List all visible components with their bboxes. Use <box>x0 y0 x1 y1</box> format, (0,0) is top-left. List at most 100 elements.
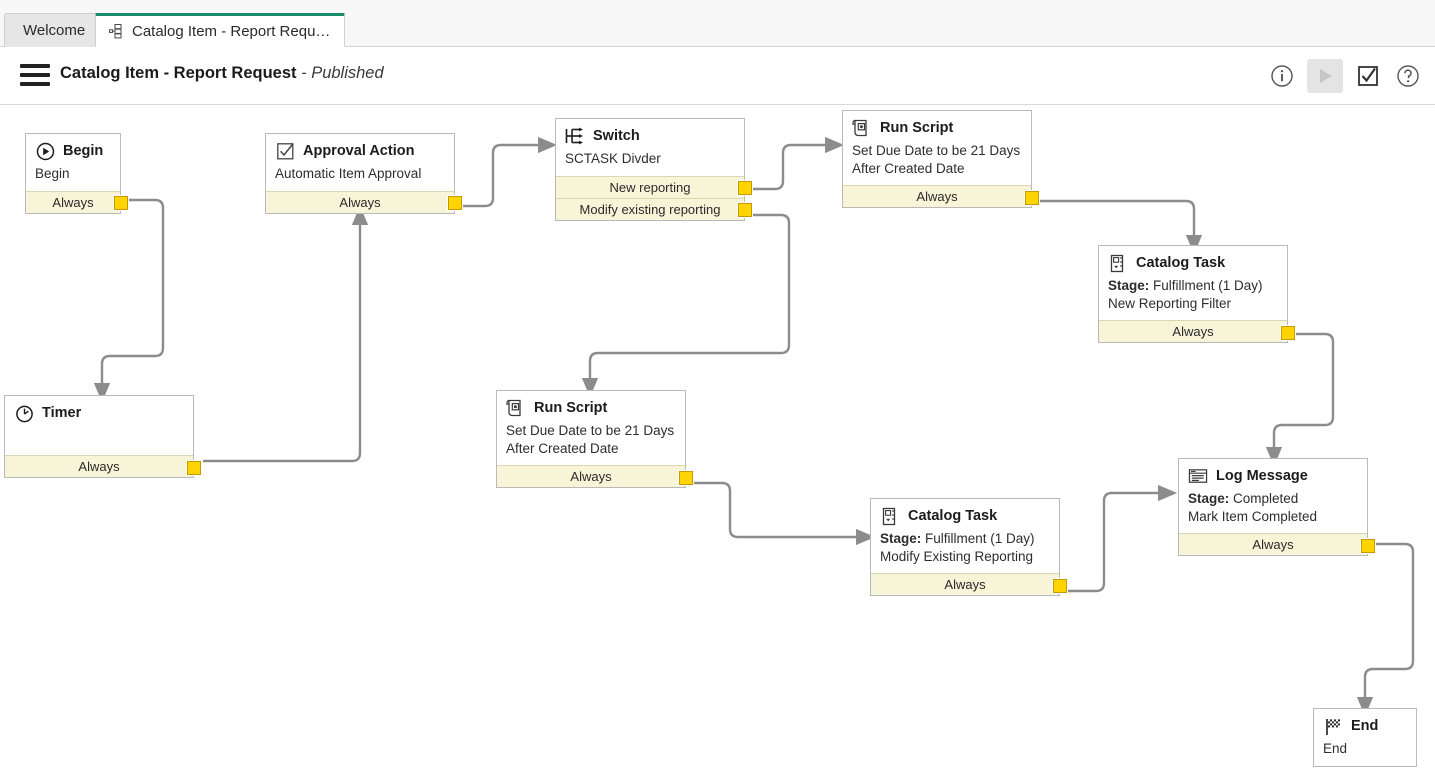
node-switch-output-0-port[interactable] <box>738 181 752 195</box>
node-run-script-mid-title: Run Script <box>534 400 608 416</box>
play-icon[interactable] <box>1307 59 1343 93</box>
node-switch-output-modify-existing-reporting[interactable]: Modify existing reporting <box>556 197 752 220</box>
checkbox-check-icon[interactable] <box>1353 61 1383 91</box>
node-switch-subtitle: SCTASK Divder <box>565 151 661 166</box>
node-begin-output-always[interactable]: Always <box>26 190 128 213</box>
node-run-script-mid-line1: Set Due Date to be 21 Days <box>506 423 675 438</box>
node-run-script-top-header: Run Script <box>852 118 1022 138</box>
node-catalog-task-new-output-always[interactable]: Always <box>1099 320 1295 342</box>
node-catalog-task-modify-stage: Stage: Fulfillment (1 Day) <box>880 530 1050 548</box>
node-catalog-task-modify-output-always[interactable]: Always <box>871 573 1067 595</box>
node-run-script-mid-subtitle: Set Due Date to be 21 Days After Created… <box>506 422 676 457</box>
play-circle-icon <box>35 141 55 161</box>
node-switch-header: Switch <box>565 126 735 146</box>
node-run-script-top-output-always[interactable]: Always <box>843 185 1039 207</box>
node-approval-action[interactable]: Approval Action Automatic Item Approval … <box>265 133 462 214</box>
node-catalog-task-new-body: Catalog Task Stage: Fulfillment (1 Day) … <box>1099 246 1287 320</box>
node-switch-output-1-label: Modify existing reporting <box>579 201 721 217</box>
node-log-message-subtitle: Stage: Completed Mark Item Completed <box>1188 490 1358 525</box>
edge-timer-to-approval <box>203 205 369 463</box>
hamburger-menu-icon[interactable] <box>20 64 50 86</box>
node-begin[interactable]: Begin Begin Always <box>25 133 128 214</box>
node-switch-output-0-label: New reporting <box>609 179 691 195</box>
workflow-canvas[interactable]: Begin Begin Always Approval Action Autom… <box>0 105 1435 771</box>
node-switch-output-new-reporting[interactable]: New reporting <box>556 175 752 198</box>
edge-catalogtask-new-to-log <box>1265 332 1335 467</box>
node-log-message-output-port[interactable] <box>1361 538 1375 553</box>
node-log-message-stage-value: Completed <box>1229 491 1299 506</box>
node-log-message-body: Log Message Stage: Completed Mark Item C… <box>1179 459 1367 533</box>
node-end[interactable]: End End <box>1313 708 1417 767</box>
node-log-message-title: Log Message <box>1216 468 1308 484</box>
node-begin-header: Begin <box>35 141 111 161</box>
tab-catalog-item-report-request[interactable]: Catalog Item - Report Requ… <box>95 13 346 47</box>
node-catalog-task-modify-output-port[interactable] <box>1053 578 1067 593</box>
node-catalog-task-new-stage-label: Stage: <box>1108 278 1150 293</box>
edge-approval-to-switch <box>463 136 558 208</box>
node-approval-output-label: Always <box>339 194 381 210</box>
node-approval-subtitle: Automatic Item Approval <box>275 166 422 181</box>
workflow-icon <box>108 23 124 39</box>
node-run-script-mid-output-always[interactable]: Always <box>497 465 693 487</box>
node-log-message[interactable]: Log Message Stage: Completed Mark Item C… <box>1178 458 1375 556</box>
node-run-script-top-output-label: Always <box>916 189 958 204</box>
node-approval-header: Approval Action <box>275 141 445 161</box>
node-run-script-top-output-port[interactable] <box>1025 190 1039 205</box>
node-catalog-task-new-subtitle: Stage: Fulfillment (1 Day) New Reporting… <box>1108 277 1278 312</box>
script-icon <box>852 118 872 138</box>
node-catalog-task-modify-title: Catalog Task <box>908 508 998 524</box>
node-catalog-task-new-reporting[interactable]: Catalog Task Stage: Fulfillment (1 Day) … <box>1098 245 1295 343</box>
node-log-message-line2: Mark Item Completed <box>1188 508 1318 524</box>
node-log-message-output-label: Always <box>1252 537 1294 552</box>
node-catalog-task-modify-output-label: Always <box>944 577 986 592</box>
log-message-icon <box>1188 466 1208 486</box>
tab-strip: Welcome Catalog Item - Report Requ… <box>0 0 1435 47</box>
node-timer-output-always[interactable]: Always <box>5 455 201 477</box>
info-icon[interactable] <box>1267 61 1297 91</box>
node-run-script-mid-header: Run Script <box>506 398 676 418</box>
node-begin-title: Begin <box>63 143 104 159</box>
node-log-message-header: Log Message <box>1188 466 1358 486</box>
node-catalog-task-new-output-port[interactable] <box>1281 325 1295 340</box>
node-timer-title: Timer <box>42 405 82 421</box>
node-catalog-task-new-line2: New Reporting Filter <box>1108 295 1232 311</box>
checkered-flag-icon <box>1323 716 1343 736</box>
node-switch-body: Switch SCTASK Divder <box>556 119 744 176</box>
node-catalog-task-new-title: Catalog Task <box>1136 255 1226 271</box>
node-timer-header: Timer <box>14 403 184 423</box>
node-begin-subtitle: Begin <box>35 166 70 181</box>
node-catalog-task-modify-body: Catalog Task Stage: Fulfillment (1 Day) … <box>871 499 1059 573</box>
node-timer-output-label: Always <box>78 459 120 474</box>
node-catalog-task-new-stage-value: Fulfillment (1 Day) <box>1149 278 1263 293</box>
node-begin-output-label: Always <box>52 194 94 210</box>
node-run-script-top-line2: After Created Date <box>852 160 965 176</box>
node-catalog-task-modify-reporting[interactable]: Catalog Task Stage: Fulfillment (1 Day) … <box>870 498 1067 596</box>
node-approval-output-always[interactable]: Always <box>266 190 462 213</box>
node-log-message-output-always[interactable]: Always <box>1179 533 1375 555</box>
node-run-script-mid[interactable]: Run Script Set Due Date to be 21 Days Af… <box>496 390 693 488</box>
edge-switch-new-to-runscript <box>753 136 845 191</box>
node-catalog-task-modify-stage-value: Fulfillment (1 Day) <box>921 531 1035 546</box>
edge-runscript-to-catalogtask-new <box>1040 199 1203 255</box>
node-switch-output-1-port[interactable] <box>738 203 752 217</box>
node-run-script-top-body: Run Script Set Due Date to be 21 Days Af… <box>843 111 1031 185</box>
checkbox-icon <box>275 141 295 161</box>
node-log-message-stage-label: Stage: <box>1188 491 1230 506</box>
node-catalog-task-modify-header: Catalog Task <box>880 506 1050 526</box>
node-timer[interactable]: Timer Always <box>4 395 201 478</box>
help-icon[interactable] <box>1393 61 1423 91</box>
header-bar <box>0 47 1435 105</box>
node-end-subtitle: End <box>1323 741 1348 756</box>
node-run-script-top-line1: Set Due Date to be 21 Days <box>852 143 1021 158</box>
catalog-task-icon <box>1108 253 1128 273</box>
node-switch-title: Switch <box>593 128 640 144</box>
node-timer-output-port[interactable] <box>187 460 201 475</box>
node-switch[interactable]: Switch SCTASK Divder New reporting Modif… <box>555 118 752 221</box>
script-icon <box>506 398 526 418</box>
tab-welcome[interactable]: Welcome <box>4 13 105 47</box>
page-state-label: - Published <box>296 64 384 82</box>
node-run-script-mid-output-port[interactable] <box>679 470 693 485</box>
node-begin-output-port[interactable] <box>114 196 128 210</box>
node-run-script-top[interactable]: Run Script Set Due Date to be 21 Days Af… <box>842 110 1039 208</box>
node-approval-output-port[interactable] <box>448 196 462 210</box>
